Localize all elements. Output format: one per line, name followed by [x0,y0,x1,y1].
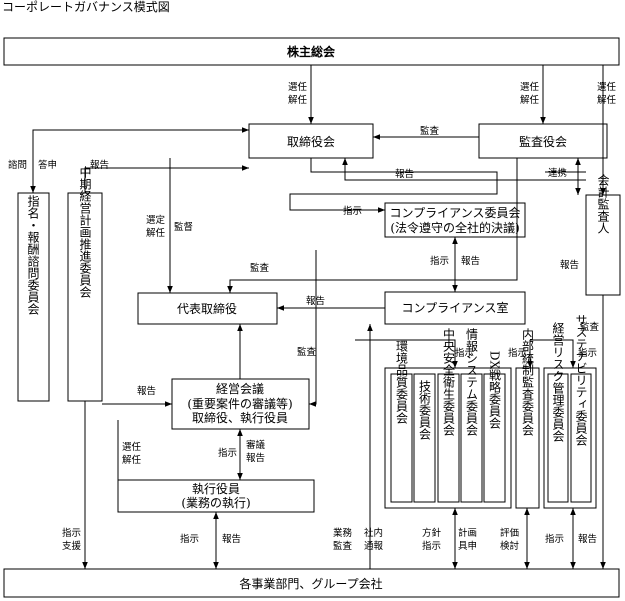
svg-text:報告: 報告 [222,533,241,545]
svg-text:監査役会: 監査役会 [519,134,567,149]
svg-text:報告: 報告 [246,452,265,464]
svg-text:指示: 指示 [422,540,441,552]
svg-text:(法令遵守の全社的決議): (法令遵守の全社的決議) [390,220,519,235]
svg-text:指示: 指示 [343,205,362,217]
svg-text:サステナビリティ委員会: サステナビリティ委員会 [574,314,588,447]
svg-text:指示: 指示 [508,347,527,359]
accounting-auditor-box: 会計監査人 [585,174,621,296]
svg-text:指示: 指示 [218,447,237,459]
svg-text:情報システム委員会: 情報システム委員会 [465,328,479,437]
svg-text:検討: 検討 [500,540,520,552]
dx-committee-box: DX戦略委員会 [483,351,506,503]
board-box: 取締役会 [248,123,374,159]
svg-text:内部統制監査委員会: 内部統制監査委員会 [521,328,535,437]
svg-text:DX戦略委員会: DX戦略委員会 [488,351,502,430]
departments-box: 各事業部門、グループ会社 [3,568,620,598]
svg-text:代表取締役: 代表取締役 [177,301,237,316]
svg-text:監査: 監査 [250,262,270,274]
sustainability-committee-box: サステナビリティ委員会 [570,314,592,503]
svg-text:審議: 審議 [246,439,266,451]
svg-text:中期経営計画推進委員会: 中期経営計画推進委員会 [78,165,92,299]
svg-text:報告: 報告 [395,168,414,180]
svg-text:指示: 指示 [430,255,449,267]
svg-text:環境品質委員会: 環境品質委員会 [395,340,409,425]
svg-text:指示: 指示 [62,527,81,539]
svg-text:選任: 選任 [288,81,308,93]
svg-text:通報: 通報 [364,541,384,552]
svg-text:業務: 業務 [333,527,353,539]
svg-text:監督: 監督 [174,221,193,233]
svg-text:監査: 監査 [297,346,317,358]
svg-text:株主総会: 株主総会 [287,44,336,59]
svg-text:解任: 解任 [520,94,540,106]
svg-text:(重要案件の審議等): (重要案件の審議等) [187,396,292,411]
svg-text:各事業部門、グループ会社: 各事業部門、グループ会社 [239,576,382,591]
svg-text:具申: 具申 [458,540,477,552]
svg-text:指示: 指示 [578,347,597,359]
management-meeting-box: 経営会議 (重要案件の審議等) 取締役、執行役員 [171,378,310,430]
shareholders-box: 株主総会 [3,37,620,66]
auditors-box: 監査役会 [478,123,608,159]
svg-text:指示: 指示 [455,347,474,359]
svg-text:報告: 報告 [578,533,597,545]
svg-text:選任: 選任 [597,81,617,93]
svg-text:指名・報酬諮問委員会: 指名・報酬諮問委員会 [26,194,40,316]
info-system-committee-box: 情報システム委員会 [460,328,483,503]
nomination-committee-box: 指名・報酬諮問委員会 [17,192,50,402]
compliance-office-box: コンプライアンス室 [384,291,526,325]
svg-text:監査: 監査 [333,540,353,552]
representative-director-box: 代表取締役 [137,292,278,325]
risk-committee-box: 経営リスク管理委員会 [547,322,569,503]
svg-text:指示: 指示 [180,533,199,545]
svg-text:報告: 報告 [461,255,480,267]
svg-text:監査: 監査 [420,125,440,137]
svg-text:答申: 答申 [38,159,57,171]
svg-text:諮問: 諮問 [8,159,27,171]
svg-text:選任: 選任 [520,81,540,93]
connectors [30,65,606,569]
svg-text:報告: 報告 [560,259,579,271]
env-quality-committee-box: 環境品質委員会 [390,340,413,503]
svg-text:経営リスク管理委員会: 経営リスク管理委員会 [551,322,565,443]
svg-text:報告: 報告 [137,385,156,397]
svg-text:中央安全衛生委員会: 中央安全衛生委員会 [442,327,456,437]
svg-text:連携: 連携 [548,167,567,179]
svg-text:報告: 報告 [306,295,325,307]
svg-text:コンプライアンス室: コンプライアンス室 [402,300,509,315]
svg-text:執行役員: 執行役員 [192,481,240,496]
internal-control-committee-box: 内部統制監査委員会 [515,328,540,509]
svg-text:技術委員会: 技術委員会 [418,380,432,441]
svg-text:監査: 監査 [580,321,600,333]
line-labels: 選任 解任 選任 解任 選任 解任 監査 報告 連携 諮問 答申 報告 選定 解… [8,81,617,552]
page-title: コーポレートガバナンス模式図 [2,0,170,14]
midterm-plan-committee-box: 中期経営計画推進委員会 [67,165,103,402]
svg-text:コンプライアンス委員会: コンプライアンス委員会 [390,206,521,220]
svg-text:支援: 支援 [62,540,82,552]
compliance-committee-box: コンプライアンス委員会 (法令遵守の全社的決議) [384,202,526,238]
svg-text:方針: 方針 [422,527,442,539]
safety-committee-box: 中央安全衛生委員会 [437,327,460,503]
svg-text:選定: 選定 [146,214,166,226]
technical-committee-box: 技術委員会 [413,373,436,503]
svg-text:会計監査人: 会計監査人 [596,174,610,234]
svg-text:社内: 社内 [364,527,383,539]
svg-text:選任: 選任 [122,441,142,453]
svg-text:(業務の執行): (業務の執行) [181,496,250,510]
svg-text:計画: 計画 [458,527,477,539]
svg-text:解任: 解任 [146,227,166,239]
svg-text:取締役会: 取締役会 [287,134,335,149]
svg-text:報告: 報告 [90,159,109,171]
svg-text:解任: 解任 [122,454,142,466]
svg-text:解任: 解任 [288,94,308,106]
svg-text:評価: 評価 [500,527,520,539]
svg-text:解任: 解任 [597,94,617,106]
executive-officers-box: 執行役員 (業務の執行) [117,479,315,513]
svg-text:取締役、執行役員: 取締役、執行役員 [192,410,288,425]
svg-text:指示: 指示 [545,533,564,545]
svg-text:経営会議: 経営会議 [216,382,264,396]
